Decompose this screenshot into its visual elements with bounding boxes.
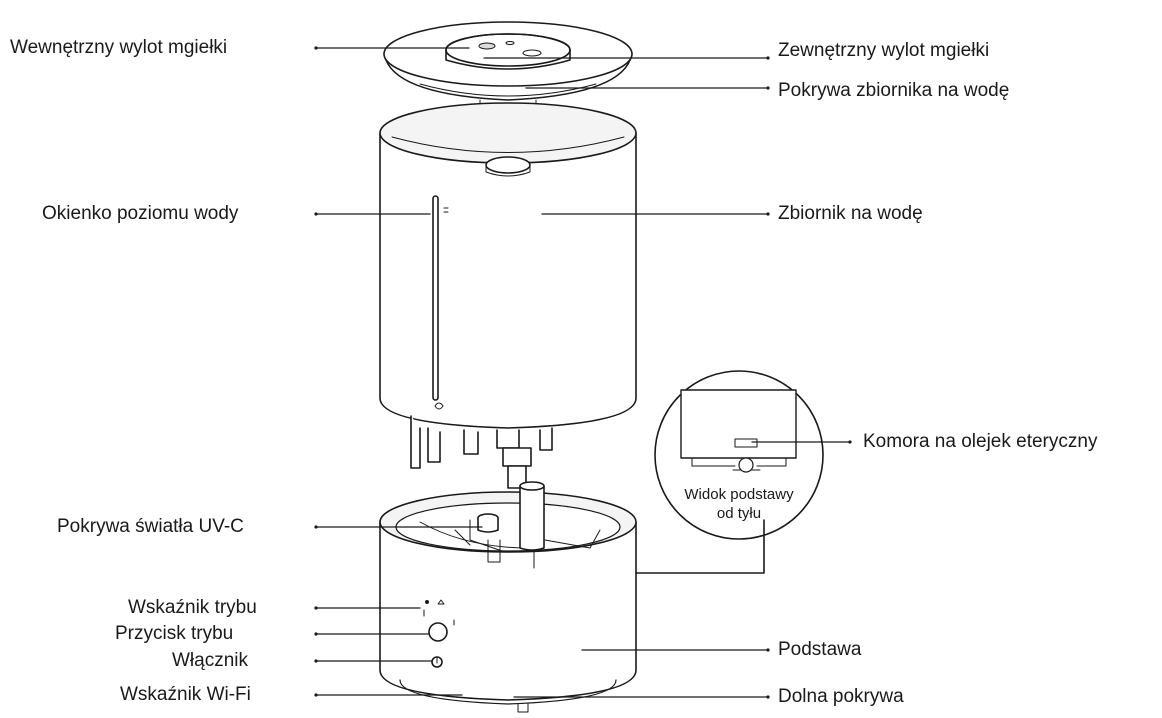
rear-view-inset [635, 370, 824, 574]
leader-dots [314, 46, 852, 699]
label-mode-button: Przycisk trybu [115, 623, 234, 644]
rear-view-caption: Widok podstawy od tyłu [664, 485, 814, 523]
label-water-level-window: Okienko poziomu wody [42, 203, 239, 224]
label-outer-mist-outlet: Zewnętrzny wylot mgiełki [778, 40, 990, 61]
label-essential-oil-chamber: Komora na olejek eteryczny [863, 431, 1098, 452]
leader-lines [315, 47, 851, 698]
label-mode-indicator: Wskaźnik trybu [128, 597, 257, 618]
label-power-switch: Włącznik [172, 650, 249, 671]
label-wifi-indicator: Wskaźnik Wi-Fi [120, 684, 251, 705]
label-bottom-cover: Dolna pokrywa [778, 686, 904, 707]
rear-view-caption-line1: Widok podstawy [684, 486, 794, 503]
base-illustration [379, 481, 637, 713]
label-base: Podstawa [778, 639, 862, 660]
label-uvc-light-cover: Pokrywa światła UV-C [57, 516, 244, 537]
label-inner-mist-outlet: Wewnętrzny wylot mgiełki [10, 37, 228, 58]
water-tank-illustration [379, 102, 637, 489]
rear-view-caption-line2: od tyłu [716, 505, 762, 522]
tank-cover-illustration [383, 21, 633, 113]
label-water-tank: Zbiornik na wodę [778, 203, 923, 224]
label-tank-cover: Pokrywa zbiornika na wodę [778, 80, 1010, 101]
